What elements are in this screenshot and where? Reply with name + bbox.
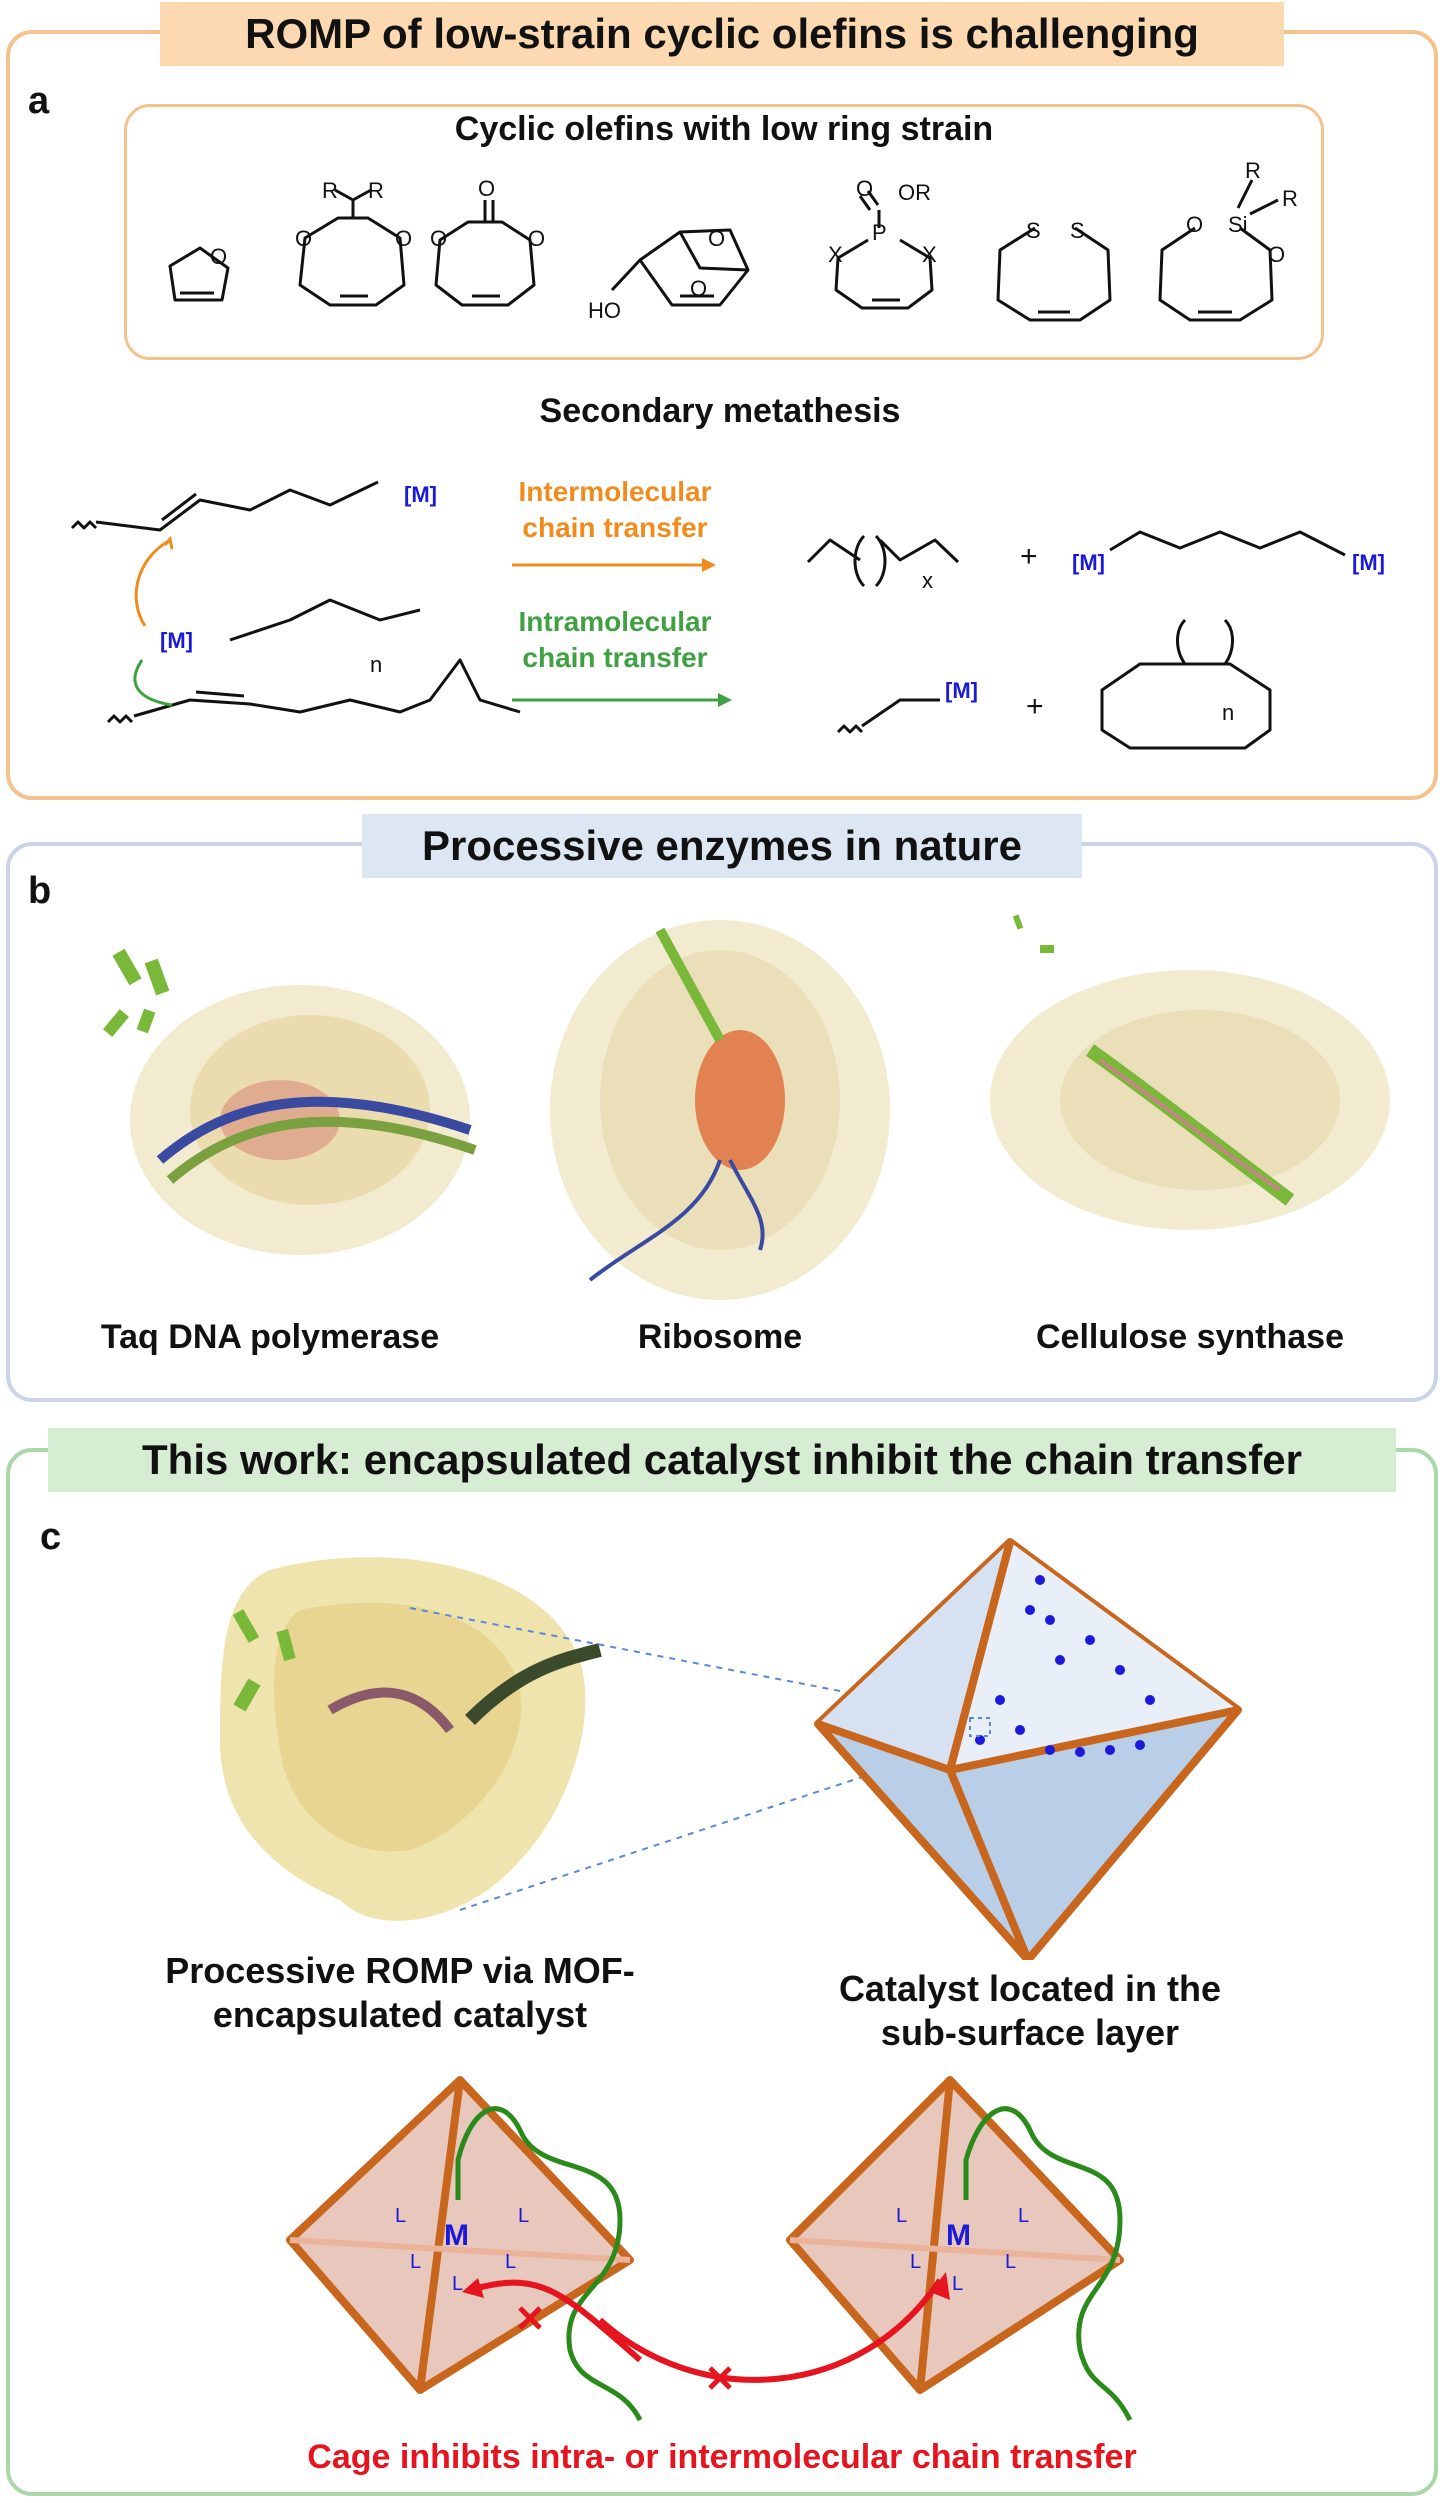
disulfide-ring-structure <box>996 226 1112 322</box>
cellulose-synthase-image <box>990 914 1390 1230</box>
atom-o: O <box>295 226 312 251</box>
metal-label: [M] <box>945 678 978 703</box>
cyclic-carbonate-structure <box>434 200 536 307</box>
octahedron-mof <box>814 1538 1242 1960</box>
atom-o: O <box>690 276 707 301</box>
atom-o: O <box>708 226 725 251</box>
atom-si: Si <box>1228 212 1248 237</box>
catalyst-location-caption: Catalyst located in the <box>838 1968 1222 2009</box>
panel-b-letter: b <box>28 870 52 912</box>
ligand-l: L <box>518 2205 529 2227</box>
atom-o: O <box>528 226 545 251</box>
left-cage <box>286 2076 634 2394</box>
cellulose-synthase-label: Cellulose synthase <box>1035 1318 1344 1356</box>
cage-inhibition-figure: M M L L L L L L L L L L <box>286 2076 1133 2422</box>
subscript-n: n <box>1222 700 1234 725</box>
atom-o: O <box>1268 242 1285 267</box>
ligand-l: L <box>896 2205 907 2227</box>
ligand-l: L <box>952 2273 963 2295</box>
cage-inhibition-caption: Cage inhibits intra- or intermolecular c… <box>307 2438 1137 2476</box>
metal-label: [M] <box>1072 550 1105 575</box>
atom-r: R <box>368 178 384 203</box>
products-top <box>806 530 1346 588</box>
metal-label: [M] <box>1352 550 1385 575</box>
ligand-l: L <box>910 2251 921 2273</box>
catalyst-location-caption-2: sub-surface layer <box>880 2012 1180 2053</box>
ligand-l: L <box>505 2251 516 2273</box>
cyclic-olefins-title: Cyclic olefins with low ring strain <box>454 110 994 148</box>
polymer-chain-top <box>70 480 379 532</box>
intramolecular-label-2: chain transfer <box>522 642 708 673</box>
ligand-l: L <box>1018 2205 1029 2227</box>
atom-r: R <box>322 178 338 203</box>
intermolecular-label: Intermolecular <box>518 476 712 507</box>
intermolecular-label-2: chain transfer <box>522 512 708 543</box>
panel-a-title: ROMP of low-strain cyclic olefins is cha… <box>160 2 1284 66</box>
taq-polymerase-image <box>103 948 477 1255</box>
atom-o: O <box>478 176 495 201</box>
subscript-n: n <box>370 652 382 677</box>
panel-b-title: Processive enzymes in nature <box>362 814 1082 878</box>
plus-sign: + <box>1026 690 1044 723</box>
atom-ho: HO <box>588 298 621 323</box>
atom-x: X <box>828 242 843 267</box>
panel-c-letter: c <box>40 1516 62 1558</box>
phosphonate-ring-structure <box>834 190 934 310</box>
subscript-x: x <box>922 568 933 593</box>
cyclic-olefins-box <box>124 104 1324 360</box>
dioxepine-acetal-structure <box>298 188 406 307</box>
panel-a-structures: O R R O O O O O O O HO O OR P X X S S R … <box>70 158 1385 750</box>
taq-polymerase-label: Taq DNA polymerase <box>100 1318 440 1356</box>
atom-x: X <box>922 242 937 267</box>
processive-romp-caption: Processive ROMP via MOF- <box>165 1950 635 1991</box>
panel-c-title: This work: encapsulated catalyst inhibit… <box>48 1428 1396 1492</box>
ribosome-label: Ribosome <box>637 1318 803 1356</box>
panel-a-letter: a <box>28 80 50 122</box>
green-curved-arrow <box>133 659 173 707</box>
atom-o: O <box>210 244 227 269</box>
polymer-chain-bottom <box>106 598 521 724</box>
atom-or: OR <box>898 180 931 205</box>
ligand-l: L <box>395 2205 406 2227</box>
dihydrofuran-structure <box>168 246 230 302</box>
atom-r: R <box>1282 186 1298 211</box>
secondary-metathesis-title: Secondary metathesis <box>539 392 901 430</box>
mof-catalyst-figure <box>220 1538 1242 1960</box>
processive-romp-caption-2: encapsulated catalyst <box>212 1994 588 2035</box>
ribosome-image <box>550 920 890 1300</box>
atom-s: S <box>1070 218 1085 243</box>
atom-o: O <box>1186 212 1203 237</box>
silyl-ring-structure <box>1158 179 1279 322</box>
atom-o: O <box>430 226 447 251</box>
products-bottom <box>836 618 1272 750</box>
atom-r: R <box>1245 158 1261 183</box>
plus-sign: + <box>1020 540 1038 573</box>
orange-curved-arrow <box>134 538 171 627</box>
right-cage <box>786 2076 1124 2394</box>
intramolecular-label: Intramolecular <box>518 606 712 637</box>
metal-m: M <box>946 2219 971 2252</box>
atom-p: P <box>872 220 887 245</box>
bicyclic-ketal-structure <box>610 228 750 307</box>
ligand-l: L <box>452 2273 463 2295</box>
ligand-l: L <box>410 2251 421 2273</box>
atom-s: S <box>1026 218 1041 243</box>
metal-m: M <box>444 2219 469 2252</box>
atom-o: O <box>856 176 873 201</box>
metal-label: [M] <box>160 628 193 653</box>
atom-o: O <box>395 226 412 251</box>
ligand-l: L <box>1005 2251 1016 2273</box>
metal-label: [M] <box>404 482 437 507</box>
